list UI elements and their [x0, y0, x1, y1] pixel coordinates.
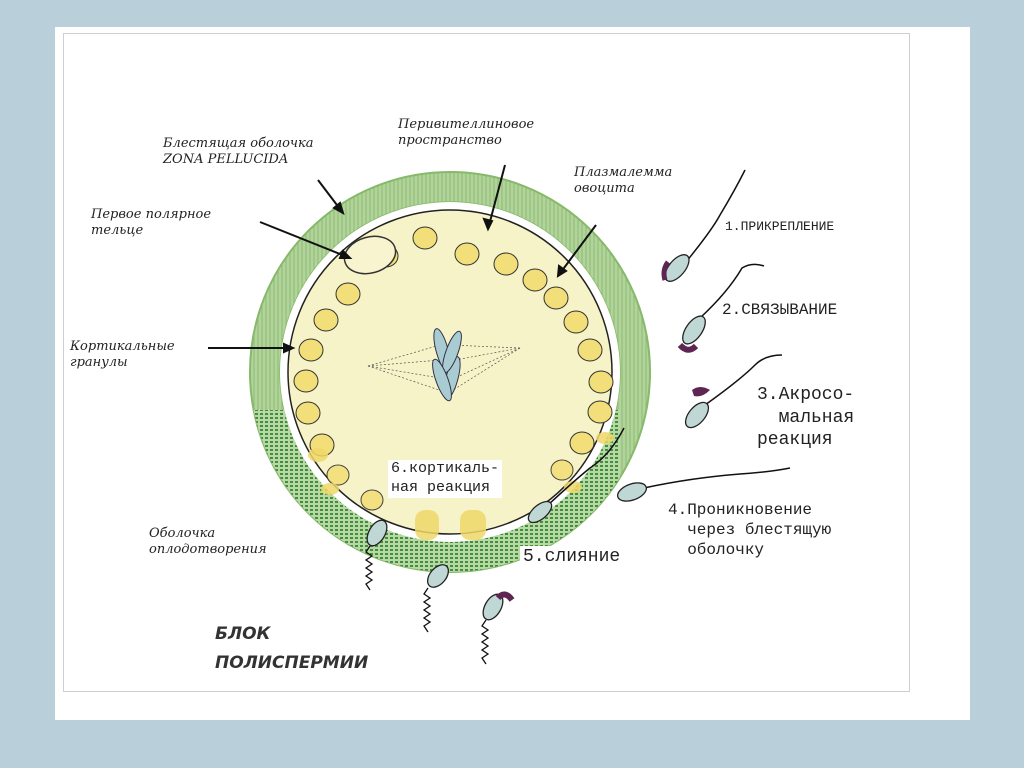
pointer-arrows — [208, 164, 597, 354]
figure-frame — [63, 33, 910, 692]
sperm-icon — [677, 263, 765, 353]
step-4-label: 4.Проникновение через блестящую оболочку — [668, 501, 832, 559]
cortical-granule — [298, 338, 324, 362]
exocytosed-granules — [308, 432, 614, 540]
sperm-icon — [480, 591, 515, 665]
sperm-icon — [364, 519, 388, 591]
polar-body-label: Первое полярное тельце — [88, 207, 215, 240]
fertilization-envelope — [253, 410, 620, 572]
cortical-granule — [313, 308, 339, 332]
cortical-granule — [295, 401, 321, 425]
polyspermy-block-label: БЛОК ПОЛИСПЕРМИИ — [215, 624, 369, 673]
step-6-label: 6.кортикаль- ная реакция — [388, 460, 503, 498]
step-1-label: 1.ПРИКРЕПЛЕНИЕ — [725, 219, 835, 234]
cortical-granule — [493, 252, 519, 276]
sperm-icon — [684, 354, 783, 429]
step-2-label: 2.СВЯЗЫВАНИЕ — [722, 301, 838, 319]
perivitelline-space-label: Перивителлиновое пространство — [398, 117, 535, 149]
cortical-granule — [454, 242, 480, 266]
cortical-granule — [335, 282, 361, 306]
zona-pellucida-label: Блестящая оболочка ZONA PELLUCIDA — [163, 136, 314, 168]
fertilization-membrane-label: Оболочка оплодотворения — [146, 526, 270, 559]
chromosome-icon — [432, 328, 462, 402]
cortical-granule — [412, 226, 438, 250]
first-polar-body — [343, 235, 397, 275]
meiotic-spindle — [367, 344, 521, 393]
cortical-granule — [588, 370, 614, 394]
sperm-icon — [422, 564, 450, 633]
cortical-granule — [587, 400, 613, 424]
sperm-icon — [661, 169, 746, 282]
cortical-granule — [563, 310, 589, 334]
cortical-granules-label: Кортикальные гранулы — [70, 339, 175, 371]
plasmalemma-label: Плазмалемма овоцита — [574, 165, 673, 197]
cortical-granule — [522, 268, 548, 292]
sperm-icon — [616, 467, 791, 502]
cortical-granule — [293, 369, 319, 393]
step-3-label: 3.Акросо- мальная реакция — [757, 385, 855, 450]
cortical-granule — [569, 431, 595, 455]
cortical-granule — [577, 338, 603, 362]
cortical-granule — [543, 286, 569, 310]
cortical-granule — [326, 464, 350, 486]
cortical-granule — [550, 459, 574, 481]
cortical-granule — [360, 489, 384, 511]
step-5-label: 5.слияние — [520, 546, 624, 569]
sperm-icon — [527, 427, 625, 524]
